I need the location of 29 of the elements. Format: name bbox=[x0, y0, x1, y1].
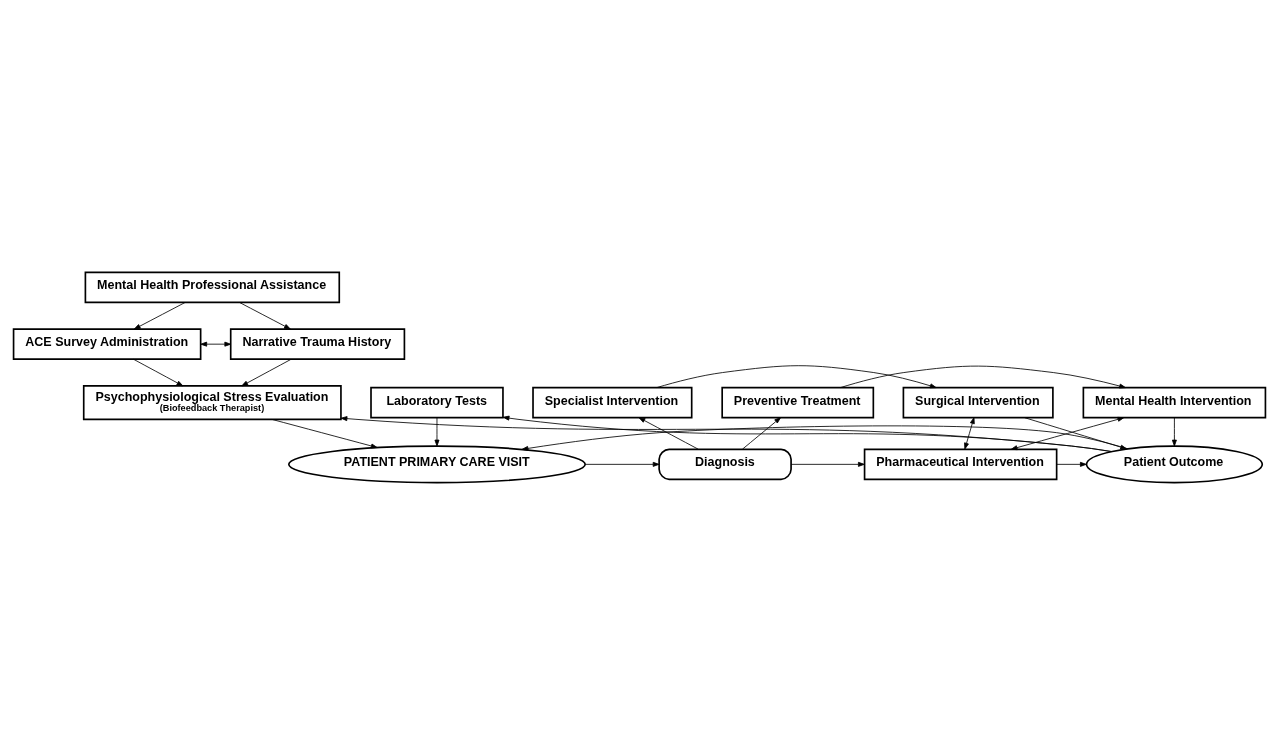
arrow bbox=[340, 415, 1112, 452]
arrow bbox=[133, 358, 184, 386]
arrow bbox=[964, 416, 975, 449]
arrow bbox=[638, 416, 699, 450]
node-box: Mental Health Intervention bbox=[1082, 386, 1267, 418]
node-box: Narrative Trauma History bbox=[229, 327, 406, 360]
node-box: Surgical Intervention bbox=[902, 386, 1054, 418]
arrow bbox=[1171, 416, 1177, 446]
arrow bbox=[502, 415, 1112, 452]
node-box: Specialist Intervention bbox=[532, 386, 693, 418]
arrow bbox=[200, 341, 232, 347]
arrow bbox=[133, 301, 186, 329]
node-box: Pharmaceutical Intervention bbox=[863, 448, 1058, 480]
arrow bbox=[840, 365, 1126, 388]
arrow bbox=[656, 364, 937, 388]
arrow bbox=[584, 461, 660, 467]
node-box: Laboratory Tests bbox=[370, 386, 504, 418]
node-box: Preventive Treatment bbox=[721, 386, 875, 418]
arrow bbox=[1056, 461, 1087, 467]
arrow bbox=[241, 358, 292, 386]
arrow bbox=[742, 416, 781, 450]
node-box: Mental Health Professional Assistance bbox=[84, 271, 341, 303]
arrow bbox=[271, 418, 378, 448]
arrow bbox=[790, 461, 865, 467]
node-box: Diagnosis bbox=[658, 448, 792, 480]
arrow bbox=[239, 301, 291, 329]
node-box: Psychophysiological Stress Evaluation (Biofeedback Therapist) bbox=[82, 384, 342, 420]
node-box: ACE Survey Administration bbox=[12, 327, 202, 360]
arrow bbox=[434, 416, 440, 446]
